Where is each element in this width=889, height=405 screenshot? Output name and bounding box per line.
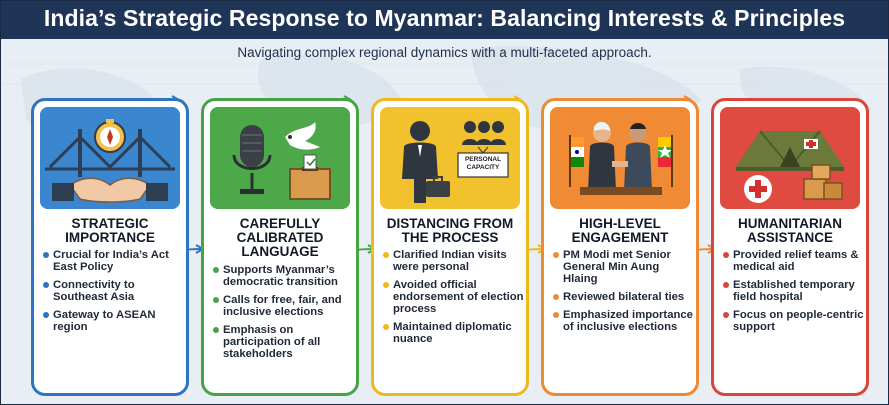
bullet-list: Crucial for India’s Act East Policy Conn… bbox=[42, 249, 184, 339]
card-strategic-importance: STRATEGIC IMPORTANCE Crucial for India’s… bbox=[31, 98, 189, 396]
list-item: Emphasis on participation of all stakeho… bbox=[212, 324, 354, 360]
list-item: PM Modi met Senior General Min Aung Hlai… bbox=[552, 249, 694, 285]
compass-bridge-handshake-icon bbox=[40, 107, 180, 209]
list-item: Clarified Indian visits were personal bbox=[382, 249, 524, 273]
list-item: Established temporary field hospital bbox=[722, 279, 864, 303]
card-humanitarian-assistance: HUMANITARIAN ASSISTANCE Provided relief … bbox=[711, 98, 869, 396]
card-title: HIGH-LEVEL ENGAGEMENT bbox=[571, 216, 669, 245]
list-item: Maintained diplomatic nuance bbox=[382, 321, 524, 345]
card-high-level-engagement: HIGH-LEVEL ENGAGEMENT PM Modi met Senior… bbox=[541, 98, 699, 396]
bullet-list: PM Modi met Senior General Min Aung Hlai… bbox=[552, 249, 694, 339]
bullet-list: Clarified Indian visits were personal Av… bbox=[382, 249, 524, 351]
list-item: Focus on people-centric support bbox=[722, 309, 864, 333]
leaders-handshake-flags-icon bbox=[550, 107, 690, 209]
card-title: STRATEGIC IMPORTANCE bbox=[65, 216, 155, 245]
card-distancing-process: PERSONAL CAPACITY DISTANCING FROM THE PR… bbox=[371, 98, 529, 396]
card-title: CAREFULLY CALIBRATED LANGUAGE bbox=[236, 216, 324, 259]
bullet-list: Provided relief teams & medical aid Esta… bbox=[722, 249, 864, 339]
list-item: Reviewed bilateral ties bbox=[552, 291, 694, 303]
header-bar: India’s Strategic Response to Myanmar: B… bbox=[1, 1, 888, 39]
personal-capacity-sign: PERSONAL CAPACITY bbox=[464, 156, 502, 171]
page-title: India’s Strategic Response to Myanmar: B… bbox=[43, 5, 846, 31]
official-personal-capacity-icon: PERSONAL CAPACITY bbox=[380, 107, 520, 209]
card-title: DISTANCING FROM THE PROCESS bbox=[386, 216, 514, 245]
list-item: Calls for free, fair, and inclusive elec… bbox=[212, 294, 354, 318]
card-title: HUMANITARIAN ASSISTANCE bbox=[738, 216, 842, 245]
bullet-list: Supports Myanmar’s democratic transition… bbox=[212, 264, 354, 366]
list-item: Emphasized importance of inclusive elect… bbox=[552, 309, 694, 333]
list-item: Supports Myanmar’s democratic transition bbox=[212, 264, 354, 288]
card-calibrated-language: CAREFULLY CALIBRATED LANGUAGE Supports M… bbox=[201, 98, 359, 396]
list-item: Crucial for India’s Act East Policy bbox=[42, 249, 184, 273]
list-item: Connectivity to Southeast Asia bbox=[42, 279, 184, 303]
list-item: Avoided official endorsement of election… bbox=[382, 279, 524, 315]
microphone-dove-ballot-icon bbox=[210, 107, 350, 209]
list-item: Provided relief teams & medical aid bbox=[722, 249, 864, 273]
list-item: Gateway to ASEAN region bbox=[42, 309, 184, 333]
page-subtitle: Navigating complex regional dynamics wit… bbox=[237, 45, 652, 60]
medical-tent-aid-icon bbox=[720, 107, 860, 209]
